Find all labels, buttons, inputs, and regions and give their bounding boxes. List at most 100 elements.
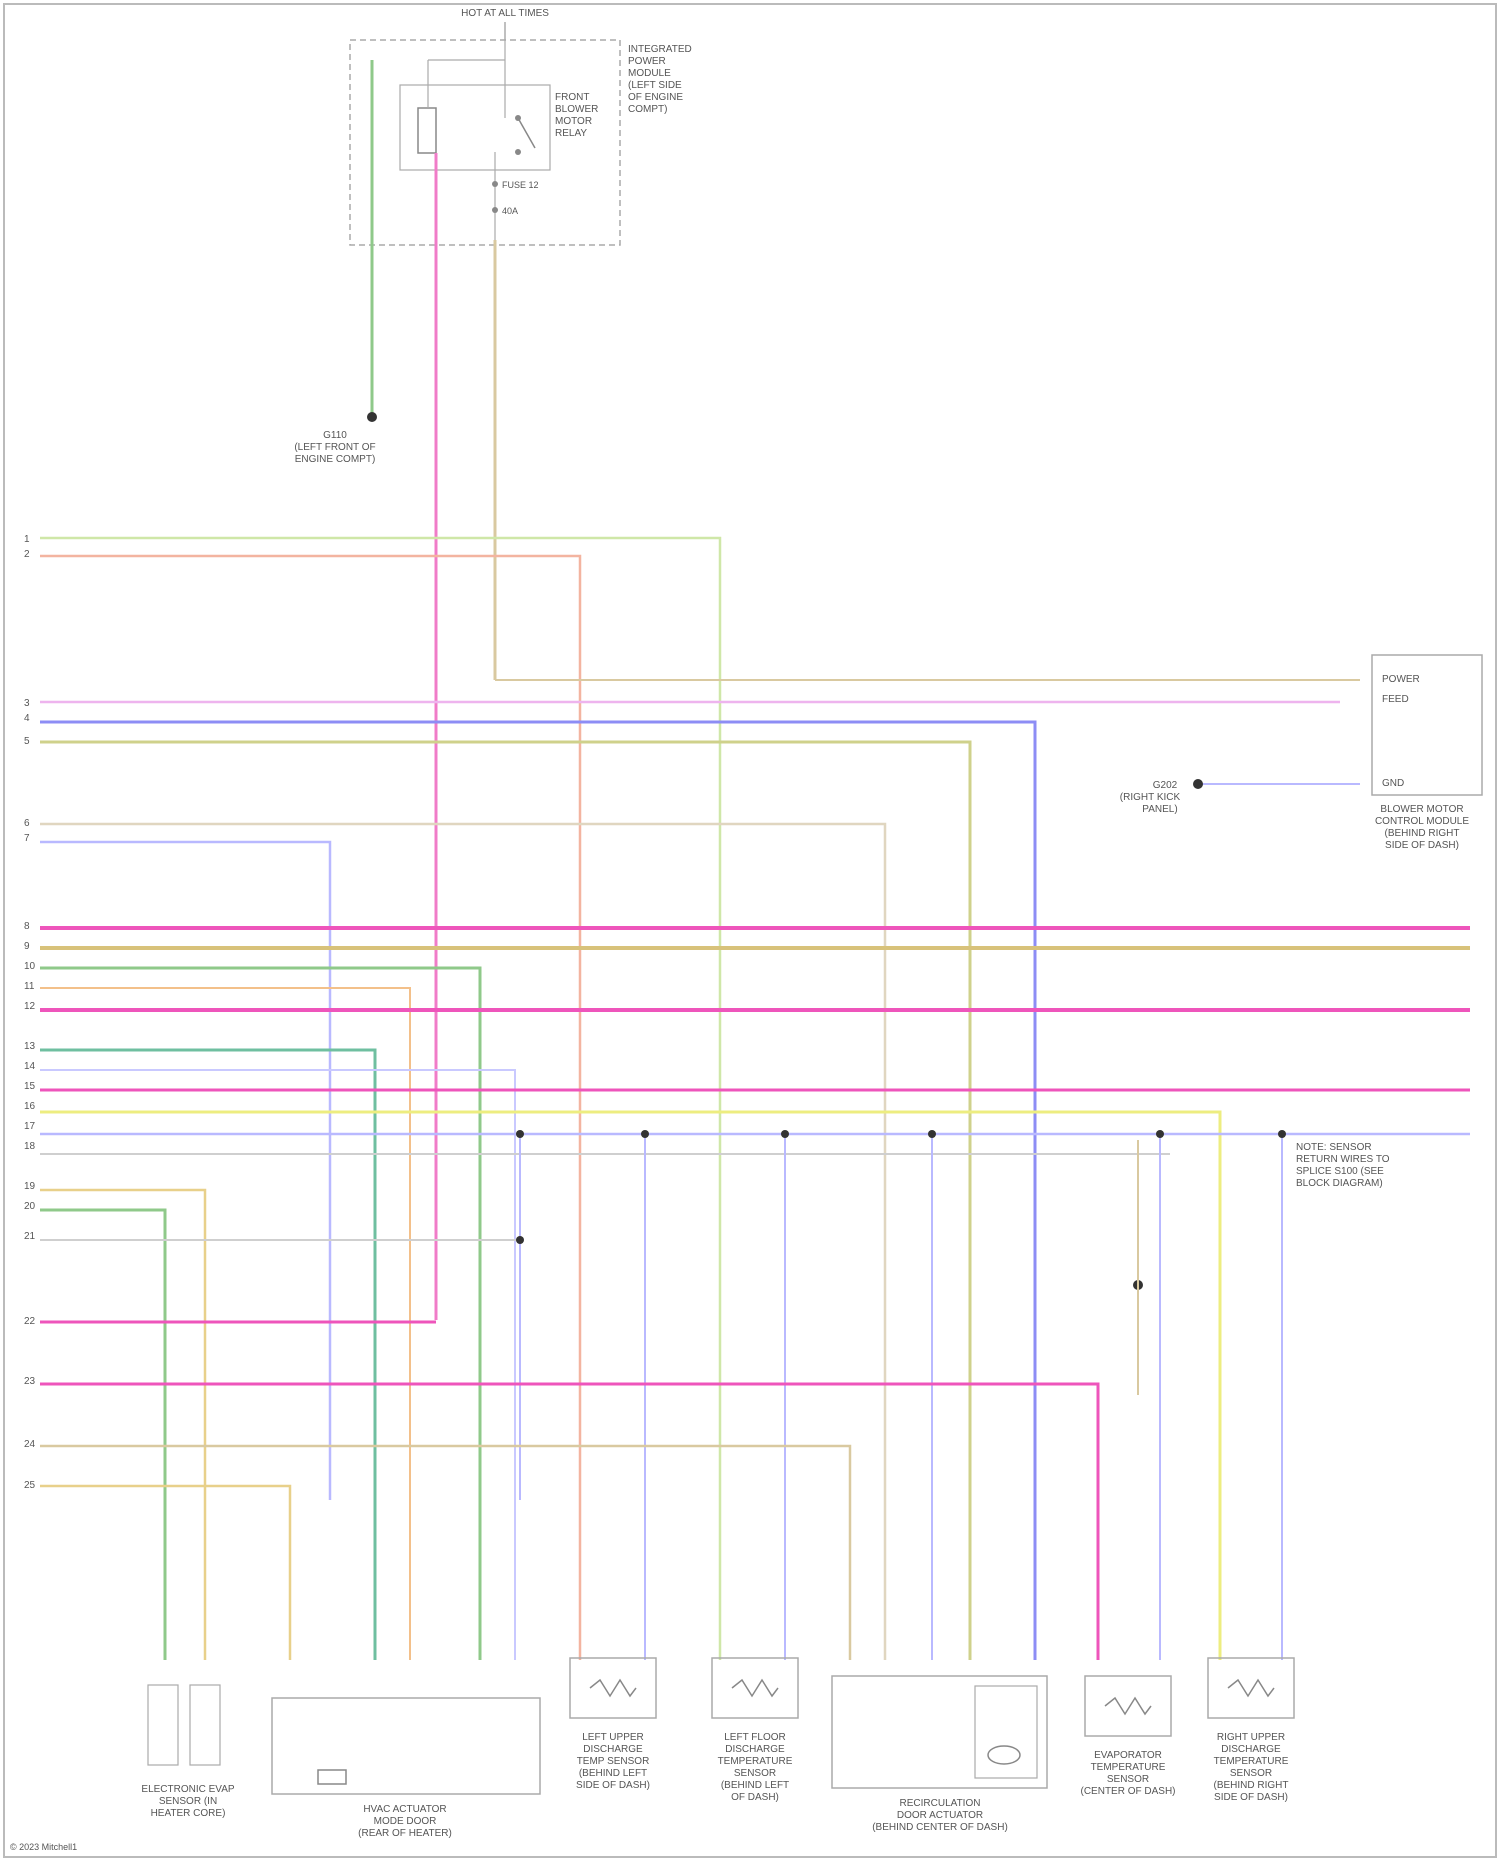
motor-icon [988, 1746, 1020, 1764]
svg-text:2: 2 [24, 549, 30, 560]
svg-text:NOTE: SENSOR: NOTE: SENSOR [1296, 1142, 1372, 1153]
svg-text:9: 9 [24, 941, 30, 952]
component-hvac-actuator: HVAC ACTUATOR MODE DOOR (REAR OF HEATER) [272, 1698, 540, 1839]
component-right-upper-sensor: RIGHT UPPER DISCHARGE TEMPERATURE SENSOR… [1208, 1658, 1294, 1803]
svg-text:22: 22 [24, 1316, 36, 1327]
svg-text:15: 15 [24, 1081, 36, 1092]
svg-text:EVAPORATOR: EVAPORATOR [1094, 1750, 1162, 1761]
component-recirc-actuator: RECIRCULATION DOOR ACTUATOR (BEHIND CENT… [832, 1676, 1047, 1833]
svg-text:SENSOR: SENSOR [1230, 1768, 1272, 1779]
svg-text:SENSOR: SENSOR [734, 1768, 776, 1779]
wire-pin-1 [40, 538, 720, 1660]
svg-text:RELAY: RELAY [555, 128, 587, 139]
wire-pin-19 [40, 1190, 205, 1660]
motor-icon [318, 1770, 346, 1784]
svg-text:SPLICE S100 (SEE: SPLICE S100 (SEE [1296, 1166, 1384, 1177]
svg-text:TEMPERATURE: TEMPERATURE [1091, 1762, 1166, 1773]
svg-text:MOTOR: MOTOR [555, 116, 592, 127]
component-left-floor-sensor: LEFT FLOOR DISCHARGE TEMPERATURE SENSOR … [712, 1658, 798, 1803]
svg-text:(REAR OF HEATER): (REAR OF HEATER) [358, 1828, 452, 1839]
relay-label: FRONT BLOWER MOTOR RELAY [555, 92, 598, 139]
hot-label: HOT AT ALL TIMES [461, 8, 549, 19]
fuse-icon [492, 181, 498, 187]
svg-text:DISCHARGE: DISCHARGE [583, 1744, 643, 1755]
svg-text:(BEHIND RIGHT: (BEHIND RIGHT [1214, 1780, 1289, 1791]
svg-text:5: 5 [24, 736, 30, 747]
svg-text:POWER: POWER [628, 56, 666, 67]
fuse-amp: 40A [502, 206, 518, 216]
svg-text:23: 23 [24, 1376, 36, 1387]
svg-text:11: 11 [24, 981, 35, 992]
ground-icon [367, 412, 377, 422]
left-connector-pins: 1 2 3 4 5 6 7 8 9 10 11 12 13 14 15 16 1… [24, 534, 36, 1491]
svg-text:DOOR ACTUATOR: DOOR ACTUATOR [897, 1810, 983, 1821]
svg-text:13: 13 [24, 1041, 36, 1052]
svg-text:BLOCK DIAGRAM): BLOCK DIAGRAM) [1296, 1178, 1383, 1189]
wire-pin-24 [40, 1446, 850, 1660]
svg-text:DISCHARGE: DISCHARGE [1221, 1744, 1281, 1755]
wire-pin-14 [40, 1070, 515, 1660]
component-evap-sensor: ELECTRONIC EVAP SENSOR (IN HEATER CORE) [141, 1685, 234, 1819]
power-distribution: HOT AT ALL TIMES INTEGRATED POWER MODULE… [294, 8, 691, 1320]
footer-copyright: © 2023 Mitchell1 [10, 1842, 77, 1852]
svg-text:24: 24 [24, 1439, 36, 1450]
ground-icon [1193, 779, 1203, 789]
svg-text:(BEHIND RIGHT: (BEHIND RIGHT [1385, 828, 1460, 839]
svg-text:MODULE: MODULE [628, 68, 671, 79]
wire-pin-23 [40, 1384, 1098, 1660]
svg-text:(BEHIND LEFT: (BEHIND LEFT [721, 1780, 789, 1791]
integrated-power-module [350, 40, 620, 245]
thermistor-icon [1228, 1680, 1274, 1696]
svg-text:OF DASH): OF DASH) [731, 1792, 779, 1803]
ground-label: G110 (LEFT FRONT OF ENGINE COMPT) [294, 430, 375, 465]
svg-text:HEATER CORE): HEATER CORE) [151, 1808, 226, 1819]
svg-text:TEMP SENSOR: TEMP SENSOR [577, 1756, 650, 1767]
svg-text:DISCHARGE: DISCHARGE [725, 1744, 785, 1755]
splice-note: NOTE: SENSOR RETURN WIRES TO SPLICE S100… [1296, 1142, 1390, 1189]
svg-text:G202: G202 [1153, 780, 1178, 791]
svg-text:1: 1 [24, 534, 30, 545]
blower-motor-control-module: POWER FEED GND G202 (RIGHT KICK PANEL) B… [1120, 655, 1482, 851]
svg-text:(BEHIND CENTER OF DASH): (BEHIND CENTER OF DASH) [872, 1822, 1008, 1833]
svg-text:SENSOR (IN: SENSOR (IN [159, 1796, 217, 1807]
svg-text:12: 12 [24, 1001, 36, 1012]
splice-icon [928, 1130, 936, 1138]
wire-harness [40, 538, 1470, 1660]
svg-text:4: 4 [24, 713, 30, 724]
svg-text:(LEFT SIDE: (LEFT SIDE [628, 80, 682, 91]
fuse-label: FUSE 12 [502, 180, 539, 190]
svg-text:21: 21 [24, 1231, 36, 1242]
relay-coil-icon [418, 108, 436, 153]
svg-text:(LEFT FRONT OF: (LEFT FRONT OF [294, 442, 375, 453]
wire-pin-10 [40, 968, 480, 1660]
pdc-label: INTEGRATED POWER MODULE (LEFT SIDE OF EN… [628, 44, 692, 115]
svg-text:GND: GND [1382, 778, 1404, 789]
wire-pin-20 [40, 1210, 165, 1660]
svg-text:3: 3 [24, 698, 30, 709]
splice-icon [641, 1130, 649, 1138]
splice-icon [516, 1236, 524, 1244]
svg-text:BLOWER: BLOWER [555, 104, 598, 115]
wire-pin-5 [40, 742, 970, 1660]
splice-icon [781, 1130, 789, 1138]
svg-text:TEMPERATURE: TEMPERATURE [1214, 1756, 1289, 1767]
svg-text:HVAC ACTUATOR: HVAC ACTUATOR [363, 1804, 446, 1815]
splice-icon [1156, 1130, 1164, 1138]
svg-text:16: 16 [24, 1101, 36, 1112]
svg-text:SIDE OF DASH): SIDE OF DASH) [576, 1780, 650, 1791]
wire-pin-16 [40, 1112, 1220, 1660]
svg-text:LEFT UPPER: LEFT UPPER [582, 1732, 644, 1743]
splice-icon [516, 1130, 524, 1138]
thermistor-icon [1105, 1698, 1151, 1714]
svg-text:POWER: POWER [1382, 674, 1420, 685]
thermistor-icon [732, 1680, 778, 1696]
svg-text:10: 10 [24, 961, 36, 972]
svg-text:14: 14 [24, 1061, 36, 1072]
svg-text:SENSOR: SENSOR [1107, 1774, 1149, 1785]
svg-text:CONTROL MODULE: CONTROL MODULE [1375, 816, 1469, 827]
svg-text:RETURN WIRES TO: RETURN WIRES TO [1296, 1154, 1390, 1165]
relay-switch-icon [515, 115, 535, 155]
svg-text:(BEHIND LEFT: (BEHIND LEFT [579, 1768, 647, 1779]
svg-text:INTEGRATED: INTEGRATED [628, 44, 692, 55]
